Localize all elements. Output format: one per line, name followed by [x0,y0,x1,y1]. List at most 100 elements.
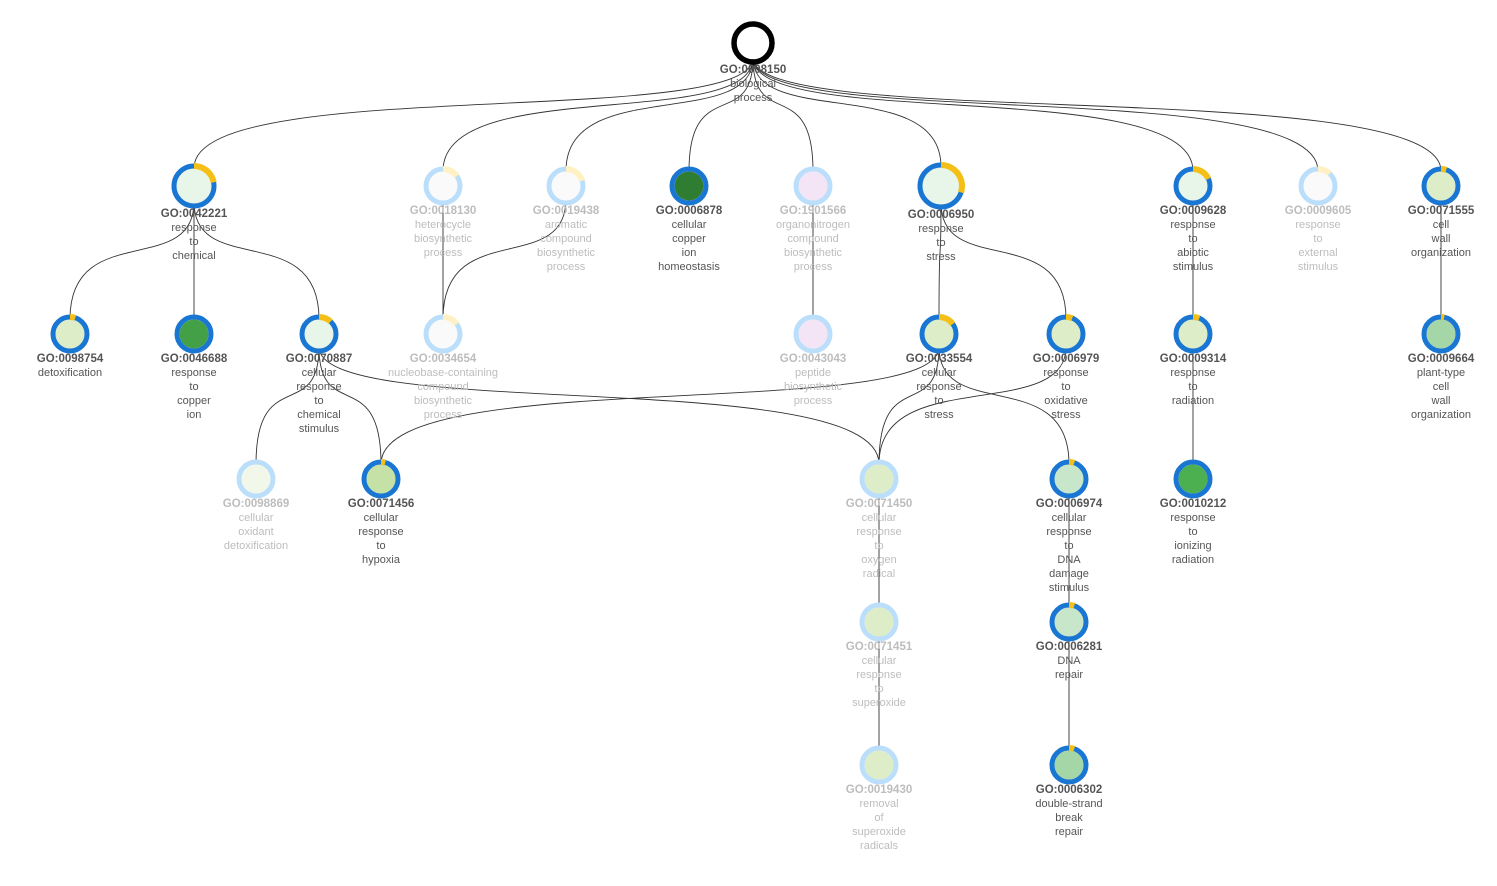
node-label-line: to [1188,233,1197,245]
node-label-line: stimulus [299,423,340,435]
node-label-line: process [734,92,773,104]
node-label-line: oxidative [1044,395,1087,407]
edge-n33554-n71450 [878,346,940,465]
node-fill [551,171,581,201]
node-label-line: biosynthetic [414,395,473,407]
node-fill [798,171,828,201]
node-id: GO:0006974 [1036,498,1103,510]
node-label-line: DNA [1057,554,1081,566]
node-label-line: radicals [860,840,898,852]
node-label-line: to [934,395,943,407]
node-annotation-wedge [565,166,586,182]
node-label-line: cellular [302,367,337,379]
node-label-line: biosynthetic [784,247,843,259]
go-node-go-0034654[interactable]: GO:0034654nucleobase-containingcompoundb… [388,314,498,421]
node-label-line: cellular [364,512,399,524]
edge-root-n6950 [752,57,942,168]
node-label-line: response [856,669,901,681]
go-node-go-1901566[interactable]: GO:1901566organonitrogencompoundbiosynth… [776,166,850,273]
node-label-line: oxidant [238,526,273,538]
node-fill [1426,319,1456,349]
node-label-line: peptide [795,367,831,379]
edge-n6979-n71450 [878,346,1067,465]
go-node-go-0019438[interactable]: GO:0019438aromaticcompoundbiosyntheticpr… [533,166,600,273]
node-id: GO:0034654 [410,353,477,365]
node-label-line: to [1188,381,1197,393]
edge-n70887-n98869 [255,346,320,465]
node-label-line: response [1043,367,1088,379]
edge-n19438-n34654 [442,198,567,320]
node-label-line: chemical [172,250,215,262]
node-id: GO:0006950 [908,209,975,221]
node-label-line: biosynthetic [784,381,843,393]
node-annotation-wedge [380,459,386,466]
node-id: GO:0006281 [1036,641,1103,653]
node-label-line: wall [1431,233,1451,245]
node-fill [674,171,704,201]
node-label-line: removal [859,798,898,810]
node-annotation-wedge [1192,166,1212,181]
node-label-line: detoxification [224,540,288,552]
node-fill [1051,319,1081,349]
node-label-line: to [314,395,323,407]
node-annotation-wedge [1068,459,1076,466]
node-fill [1054,750,1084,780]
go-node-go-0006974[interactable]: GO:0006974cellularresponsetoDNAdamagesti… [1036,459,1103,594]
node-fill [922,167,960,205]
node-label-line: aromatic [545,219,588,231]
node-ring [793,166,833,206]
node-fill [1054,607,1084,637]
go-node-go-0070887[interactable]: GO:0070887cellularresponsetochemicalstim… [286,314,353,435]
edge-n33554-n6974 [938,346,1070,465]
node-fill [924,319,954,349]
node-ring [174,314,214,354]
edge-root-n42221 [193,57,754,169]
node-id: GO:0071456 [348,498,415,510]
node-label-line: external [1298,247,1337,259]
node-fill [1054,464,1084,494]
node-label-line: ion [187,409,202,421]
node-annotation-wedge [1317,166,1332,176]
node-label-line: to [1188,526,1197,538]
node-id: GO:0019438 [533,205,600,217]
node-label-line: copper [177,395,211,407]
node-id: GO:0006979 [1033,353,1100,365]
node-id: GO:0098754 [37,353,104,365]
node-label-line: to [1313,233,1322,245]
node-label-line: wall [1431,395,1451,407]
node-annotation-wedge [318,314,333,324]
node-label-line: copper [672,233,706,245]
node-ring [793,314,833,354]
node-id: GO:0006878 [656,205,723,217]
node-id: GO:0009664 [1408,353,1475,365]
go-node-go-0071450[interactable]: GO:0071450cellularresponsetooxygenradica… [846,459,913,580]
node-fill [1303,171,1333,201]
node-label-line: response [171,222,216,234]
node-label-line: to [189,236,198,248]
node-annotation-wedge [442,166,460,178]
node-id: GO:0009605 [1285,205,1352,217]
node-fill [864,750,894,780]
